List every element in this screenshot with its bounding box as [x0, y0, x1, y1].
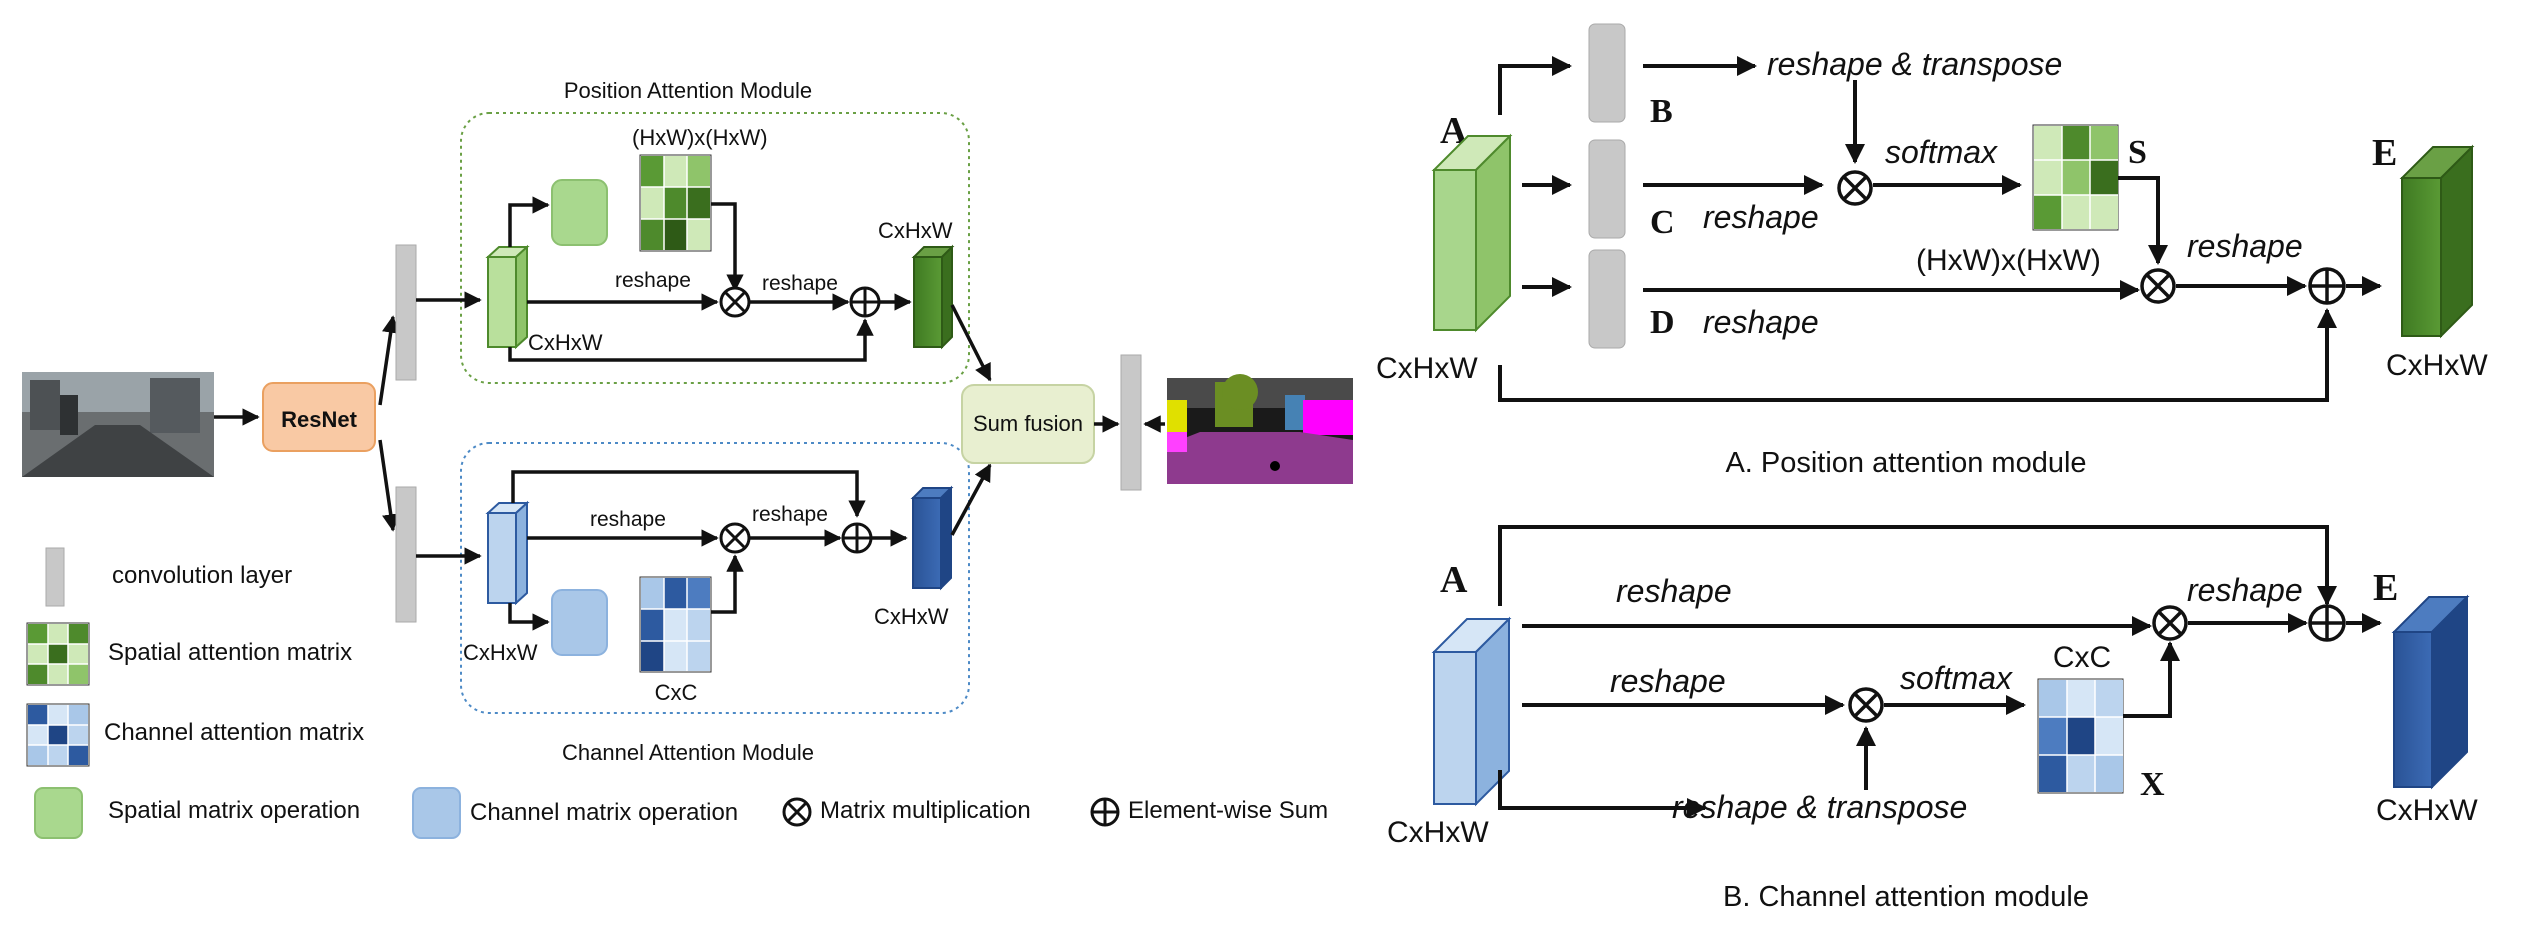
pos-matmul-icon-1 [1837, 170, 1873, 206]
cam-output-feature [910, 485, 954, 591]
pam-input-dim: CxHxW [528, 330, 603, 355]
chan-matmul-icon-1 [2152, 605, 2188, 641]
chan-matrix-dim: CxC [2053, 641, 2111, 674]
cam-input-feature [485, 500, 530, 606]
chan-input-dim: CxHxW [1387, 816, 1489, 849]
cam-input-dim: CxHxW [463, 640, 538, 665]
pam-spatial-matrix [639, 154, 712, 252]
chan-attention-matrix-x [2037, 678, 2124, 794]
legend-sum-label: Element-wise Sum [1128, 797, 1328, 824]
pos-output-letter: E [2372, 132, 2397, 174]
pos-reshape-c: reshape [1703, 199, 1819, 235]
chan-reshape-transpose: reshape & transpose [1672, 789, 1967, 825]
chan-input-feature [1431, 616, 1512, 807]
pam-spatial-op [551, 179, 608, 246]
pam-output-feature [911, 244, 955, 350]
resnet-block [262, 382, 376, 452]
pos-conv-d [1588, 249, 1626, 349]
pam-box [460, 112, 970, 384]
chan-output-feature [2391, 594, 2470, 790]
pos-input-dim: CxHxW [1376, 352, 1478, 385]
legend-conv-label: convolution layer [112, 562, 292, 589]
legend-sum-icon [1090, 797, 1120, 827]
cam-matrix-dim: CxC [655, 680, 698, 705]
pam-sum-icon [849, 286, 881, 318]
pos-matrix-dim: (HxW)x(HxW) [1916, 244, 2101, 277]
pam-reshape-1: reshape [615, 269, 691, 292]
cam-channel-op [551, 589, 608, 656]
pam-matrix-dim: (HxW)x(HxW) [632, 125, 768, 150]
pos-output-dim: CxHxW [2386, 349, 2488, 382]
pos-reshape-out: reshape [2187, 228, 2303, 264]
conv-layer-final [1120, 354, 1142, 491]
input-street-image [22, 372, 214, 477]
cam-reshape-2: reshape [752, 503, 828, 526]
pam-output-dim: CxHxW [878, 218, 953, 243]
legend-conv-icon [45, 547, 65, 607]
pos-letter-d: D [1650, 304, 1675, 341]
chan-output-dim: CxHxW [2376, 794, 2478, 827]
chan-softmax: softmax [1900, 660, 2013, 696]
pam-title: Position Attention Module [564, 78, 812, 103]
cam-sum-icon [841, 522, 873, 554]
cam-matmul-icon [719, 522, 751, 554]
cam-output-dim: CxHxW [874, 604, 949, 629]
chan-input-letter: A [1440, 559, 1468, 601]
pos-letter-c: C [1650, 204, 1675, 241]
output-segmentation-image [1167, 374, 1353, 484]
pos-sum-icon [2308, 267, 2346, 305]
legend-channel-matrix-label: Channel attention matrix [104, 719, 364, 746]
chan-letter-x: X [2140, 766, 2165, 803]
chan-caption: B. Channel attention module [1723, 881, 2089, 913]
cam-channel-matrix [639, 576, 712, 673]
pos-output-feature [2399, 144, 2475, 339]
legend-channel-matrix-icon [26, 703, 90, 767]
pos-letter-b: B [1650, 93, 1673, 130]
legend-channel-op-label: Channel matrix operation [470, 799, 738, 826]
conv-layer-top [395, 244, 417, 381]
conv-layer-bottom [395, 486, 417, 623]
legend-matmul-icon [782, 797, 812, 827]
pos-attention-matrix-s [2032, 124, 2119, 231]
pos-caption: A. Position attention module [1725, 447, 2086, 479]
pos-reshape-d: reshape [1703, 304, 1819, 340]
pos-softmax: softmax [1885, 134, 1998, 170]
chan-sum-icon [2308, 604, 2346, 642]
pam-reshape-2: reshape [762, 272, 838, 295]
cam-box [460, 442, 970, 714]
pos-conv-b [1588, 23, 1626, 123]
chan-reshape-top: reshape [1616, 573, 1732, 609]
sum-fusion-label: Sum fusion [973, 411, 1083, 436]
legend-spatial-matrix-icon [26, 622, 90, 686]
pos-input-feature [1431, 133, 1513, 333]
pam-matmul-icon [719, 286, 751, 318]
legend-matmul-label: Matrix multiplication [820, 797, 1031, 824]
pos-reshape-transpose: reshape & transpose [1767, 46, 2062, 82]
pos-letter-s: S [2128, 134, 2147, 171]
chan-output-letter: E [2373, 567, 2398, 609]
pam-input-feature [485, 244, 530, 350]
chan-reshape-mid: reshape [1610, 663, 1726, 699]
pos-conv-c [1588, 139, 1626, 239]
chan-reshape-out: reshape [2187, 572, 2303, 608]
legend-spatial-op-label: Spatial matrix operation [108, 797, 360, 824]
cam-reshape-1: reshape [590, 508, 666, 531]
legend-spatial-op-icon [34, 787, 83, 839]
chan-matmul-icon-2 [1848, 687, 1884, 723]
legend-spatial-matrix-label: Spatial attention matrix [108, 639, 352, 666]
pos-matmul-icon-2 [2140, 268, 2176, 304]
legend-channel-op-icon [412, 787, 461, 839]
cam-title: Channel Attention Module [562, 740, 814, 765]
resnet-label: ResNet [281, 407, 357, 432]
